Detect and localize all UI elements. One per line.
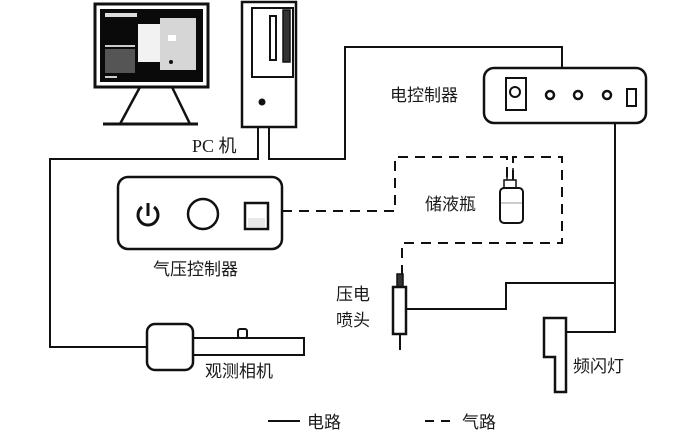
air-line-pressure-to-reservoir: [282, 156, 508, 212]
piezo-nozzle: [391, 273, 408, 350]
dial-icon: [186, 197, 220, 231]
wire-pc-to-camera: [49, 127, 259, 348]
pc-tower: [240, 0, 298, 129]
port-icon: [601, 89, 613, 101]
legend-air-label: 气路: [462, 413, 496, 433]
wire-pc-to-electric-controller: [268, 46, 563, 160]
port-icon: [544, 89, 556, 101]
electric-wires: [49, 46, 616, 348]
pressure-controller-label: 气压控制器: [153, 260, 238, 280]
legend: 电路 气路: [268, 413, 496, 433]
air-lines: [282, 156, 563, 274]
pc-label: PC 机: [192, 136, 237, 156]
wire-controller-to-nozzle: [406, 282, 615, 310]
nozzle-label-line2: 喷头: [336, 311, 370, 331]
pc-monitor: [93, 2, 210, 126]
legend-electric-label: 电路: [307, 413, 341, 433]
nozzle-label-line1: 压电: [336, 285, 370, 305]
strobe-label: 频闪灯: [573, 357, 624, 377]
reservoir-label: 储液瓶: [425, 195, 476, 215]
electric-controller: [482, 66, 648, 125]
reservoir-bottle: [499, 168, 524, 224]
power-button-icon: [258, 98, 266, 106]
electric-controller-label: 电控制器: [390, 86, 458, 106]
knob-icon: [509, 86, 521, 98]
switch-icon: [626, 88, 637, 107]
wire-controller-to-strobe: [566, 123, 616, 333]
power-icon: [136, 203, 160, 227]
observation-camera: [145, 322, 305, 372]
strobe-lamp: [542, 316, 568, 394]
air-line-reservoir-to-nozzle: [401, 156, 563, 274]
port-icon: [572, 89, 584, 101]
pressure-controller: [116, 175, 284, 251]
camera-label: 观测相机: [205, 362, 273, 382]
